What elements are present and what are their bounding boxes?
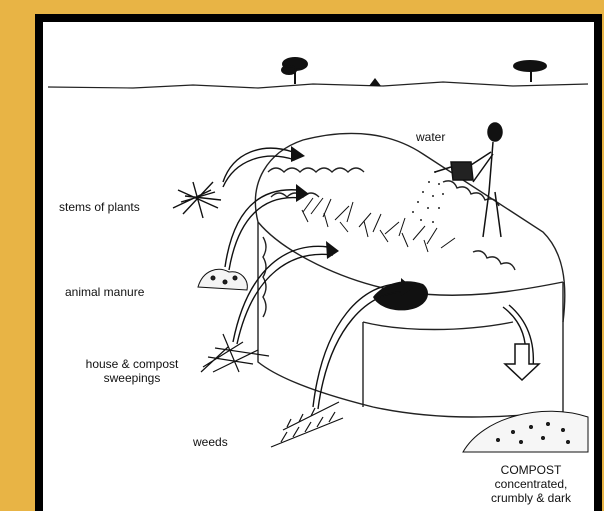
heap-contents bbox=[302, 198, 455, 252]
label-water: water bbox=[416, 130, 445, 144]
label-compost-line2: crumbly & dark bbox=[475, 491, 587, 505]
illustration-panel: water stems of plants animal manure hous… bbox=[43, 22, 594, 511]
shrub bbox=[369, 78, 381, 86]
label-sweepings-line2: sweepings bbox=[57, 371, 207, 385]
illustration-frame: water stems of plants animal manure hous… bbox=[35, 14, 602, 511]
label-compost-title: COMPOST bbox=[475, 463, 587, 477]
label-compost-line1: concentrated, bbox=[475, 477, 587, 491]
water-spray bbox=[412, 171, 444, 223]
weeds-pile bbox=[271, 402, 343, 447]
label-sweepings: house & compost sweepings bbox=[57, 357, 207, 385]
stems-bundle bbox=[173, 182, 221, 218]
tree-left bbox=[282, 58, 307, 84]
sweepings-pile bbox=[201, 334, 269, 372]
manure-pile bbox=[198, 269, 247, 290]
label-animal-manure: animal manure bbox=[65, 285, 144, 299]
label-sweepings-line1: house & compost bbox=[57, 357, 207, 371]
tree-right bbox=[514, 61, 546, 82]
label-compost: COMPOST concentrated, crumbly & dark bbox=[475, 463, 587, 505]
compost-heap-illustration bbox=[43, 22, 594, 511]
label-stems-of-plants: stems of plants bbox=[59, 200, 140, 214]
horizon-line bbox=[48, 82, 588, 88]
label-weeds: weeds bbox=[193, 435, 228, 449]
